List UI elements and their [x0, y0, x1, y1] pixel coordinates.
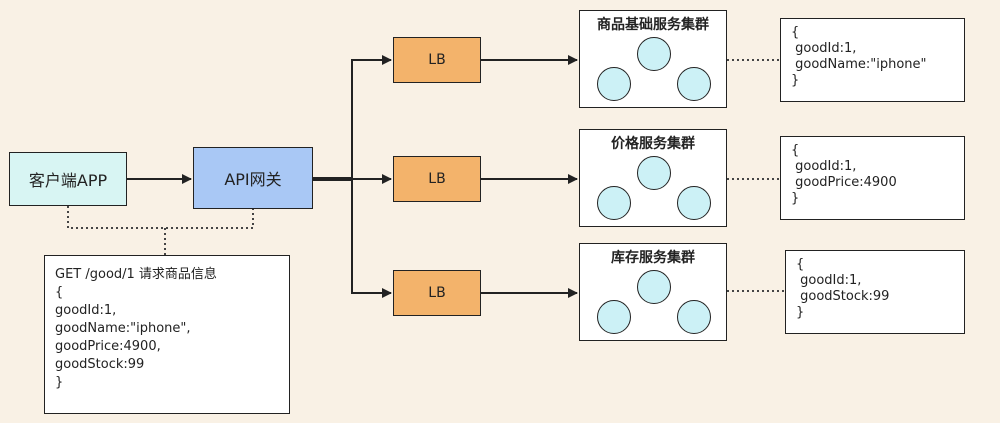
request-title: GET /good/1 请求商品信息: [55, 267, 217, 282]
stock-service-cluster: 库存服务集群: [579, 243, 727, 341]
load-balancer-label: LB: [428, 171, 446, 187]
json-line: {: [796, 257, 805, 272]
service-node: [677, 67, 711, 101]
arrow-gateway-to-lb1: [313, 55, 392, 179]
json-line: goodId:1,: [791, 41, 857, 56]
json-line: }: [791, 73, 800, 88]
aggregated-request-note: GET /good/1 请求商品信息 { goodId:1, goodName:…: [44, 255, 290, 414]
service-node: [597, 186, 631, 220]
client-app-box: 客户端APP: [9, 152, 127, 206]
json-line: goodName:"iphone": [791, 57, 927, 72]
load-balancer-label: LB: [428, 52, 446, 68]
load-balancer-1: LB: [393, 37, 481, 83]
json-line: }: [796, 305, 805, 320]
api-gateway-box: API网关: [193, 147, 313, 209]
product-base-service-cluster: 商品基础服务集群: [579, 10, 727, 108]
cluster-title: 商品基础服务集群: [597, 17, 709, 33]
json-line: goodId:1,: [55, 303, 117, 318]
json-line: goodPrice:4900,: [55, 339, 161, 354]
service-node: [637, 37, 671, 71]
cluster-title: 库存服务集群: [611, 250, 695, 266]
price-response: { goodId:1, goodPrice:4900 }: [780, 136, 965, 220]
client-app-label: 客户端APP: [28, 171, 108, 190]
json-line: goodStock:99: [55, 357, 145, 372]
price-service-cluster: 价格服务集群: [579, 129, 727, 227]
stock-response: { goodId:1, goodStock:99 }: [785, 250, 965, 334]
service-node: [637, 270, 671, 304]
cluster-title: 价格服务集群: [611, 136, 695, 152]
json-line: }: [791, 191, 800, 206]
load-balancer-label: LB: [428, 285, 446, 301]
json-line: goodPrice:4900: [791, 175, 897, 190]
json-line: {: [791, 143, 800, 158]
json-line: goodStock:99: [796, 289, 890, 304]
service-node: [677, 300, 711, 334]
service-node: [637, 156, 671, 190]
service-node: [597, 67, 631, 101]
json-line: {: [55, 285, 64, 300]
json-line: }: [55, 375, 64, 390]
load-balancer-3: LB: [393, 270, 481, 316]
dotted-request-bracket: [67, 206, 254, 255]
json-line: goodId:1,: [796, 273, 862, 288]
json-line: goodName:"iphone",: [55, 321, 191, 336]
json-line: goodId:1,: [791, 159, 857, 174]
service-node: [597, 300, 631, 334]
arrow-gateway-to-lb3: [313, 179, 392, 298]
load-balancer-2: LB: [393, 156, 481, 202]
product-base-response: { goodId:1, goodName:"iphone" }: [780, 18, 965, 102]
service-node: [677, 186, 711, 220]
api-gateway-label: API网关: [224, 170, 282, 189]
json-line: {: [791, 25, 800, 40]
